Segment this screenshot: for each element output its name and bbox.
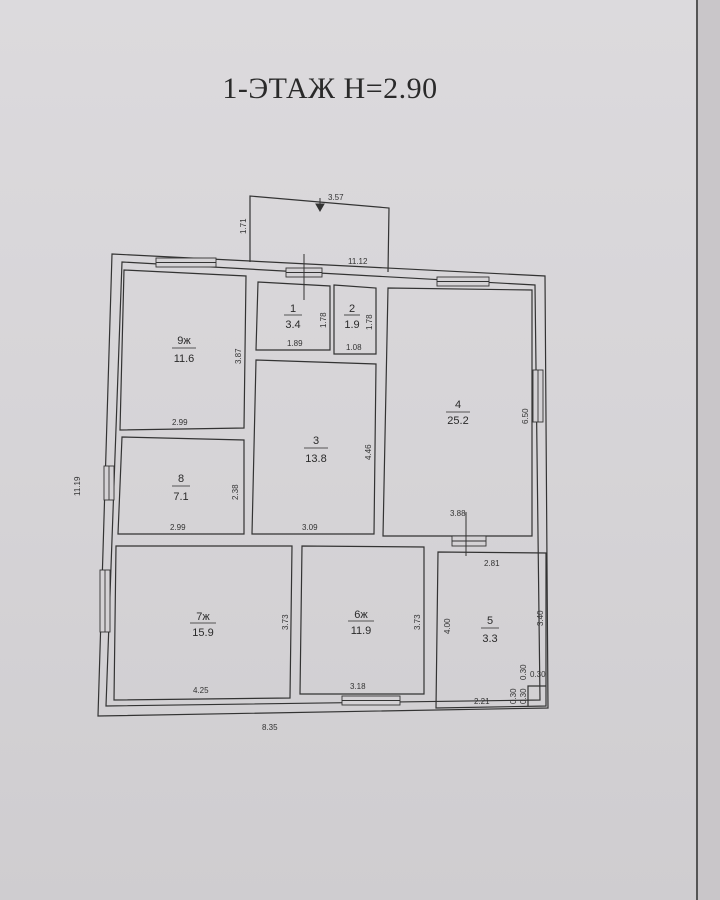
room-8-area: 7.1 [173, 491, 188, 503]
room-3-number: 3 [313, 435, 319, 447]
dim-total-width: 8.35 [262, 723, 278, 732]
room-4-outline [382, 287, 533, 537]
dim-room-5-notch-b: 0.30 [530, 670, 546, 679]
dim-room-7-width: 4.25 [193, 686, 209, 695]
dim-room-6-height: 3.73 [413, 614, 422, 630]
plan-title: 1-ЭТАЖ H=2.90 [222, 72, 438, 105]
window-left-middle [103, 465, 115, 501]
dim-room-5-notch-c: 0.30 [509, 688, 518, 704]
room-9-outline [119, 269, 247, 431]
room-8-outline [117, 436, 245, 535]
room-5-notch [527, 685, 546, 706]
dim-room-1-width: 1.89 [287, 339, 303, 348]
dim-room-9-width: 2.99 [172, 418, 188, 427]
room-1-area: 3.4 [285, 319, 300, 331]
dim-porch-width: 3.57 [328, 193, 344, 202]
room-7-number: 7ж [196, 611, 210, 623]
room-9-area: 11.6 [174, 353, 195, 365]
room-5-area: 3.3 [482, 633, 497, 645]
room-5-number: 5 [487, 615, 493, 627]
dim-room-5-top: 2.81 [484, 559, 500, 568]
room-4-area: 25.2 [447, 415, 468, 427]
room-1-number: 1 [290, 303, 296, 315]
outer-wall-inner [105, 261, 541, 707]
dim-room-5-left: 4.00 [443, 618, 452, 634]
window-right [532, 369, 544, 423]
room-5-outline [435, 551, 547, 709]
room-2-outline [333, 284, 377, 355]
dim-room-6-width: 3.18 [350, 682, 366, 691]
room-1-outline [255, 281, 331, 351]
room-6-outline [299, 545, 425, 695]
window-left-lower [99, 569, 111, 633]
window-top-right [436, 276, 490, 287]
dim-room-5-bottom: 2.21 [474, 697, 490, 706]
dim-room-8-height: 2.38 [231, 484, 240, 500]
dim-room-1-height: 1.78 [319, 312, 328, 328]
room-6-number: 6ж [354, 609, 368, 621]
dim-room-3-height: 4.46 [364, 444, 373, 460]
dim-room-8-width: 2.99 [170, 523, 186, 532]
dim-room-4-height: 6.50 [521, 408, 530, 424]
window-top-left [155, 257, 217, 268]
room-3-area: 13.8 [305, 453, 326, 465]
dim-room-4-width: 3.88 [450, 509, 466, 518]
window-bottom [341, 695, 401, 706]
dim-room-2-height: 1.78 [365, 314, 374, 330]
dim-porch-height: 1.71 [239, 218, 248, 234]
dim-total-height: 11.19 [73, 476, 82, 496]
dim-room-3-width: 3.09 [302, 523, 318, 532]
room-7-area: 15.9 [192, 627, 213, 639]
outer-wall-outer [97, 253, 549, 717]
dim-room-5-notch-a: 0.30 [519, 664, 528, 680]
room-2-number: 2 [349, 303, 355, 315]
dim-porch-length: 11.12 [348, 257, 368, 266]
dim-room-5-notch-d: 0.30 [519, 688, 528, 704]
entry-arrow-icon [315, 203, 325, 213]
room-8-number: 8 [178, 473, 184, 485]
paper-sheet: 1-ЭТАЖ H=2.90 [0, 0, 698, 900]
room-4-number: 4 [455, 399, 461, 411]
window-interior [451, 535, 487, 547]
room-9-number: 9ж [177, 335, 191, 347]
room-2-area: 1.9 [344, 319, 359, 331]
dim-room-9-height: 3.87 [234, 348, 243, 364]
dim-room-7-height: 3.73 [281, 614, 290, 630]
dim-room-2-width: 1.08 [346, 343, 362, 352]
room-6-area: 11.9 [351, 625, 372, 637]
room-3-outline [251, 359, 377, 535]
dim-room-5-right: 3.40 [536, 610, 545, 626]
room-7-outline [113, 545, 293, 701]
